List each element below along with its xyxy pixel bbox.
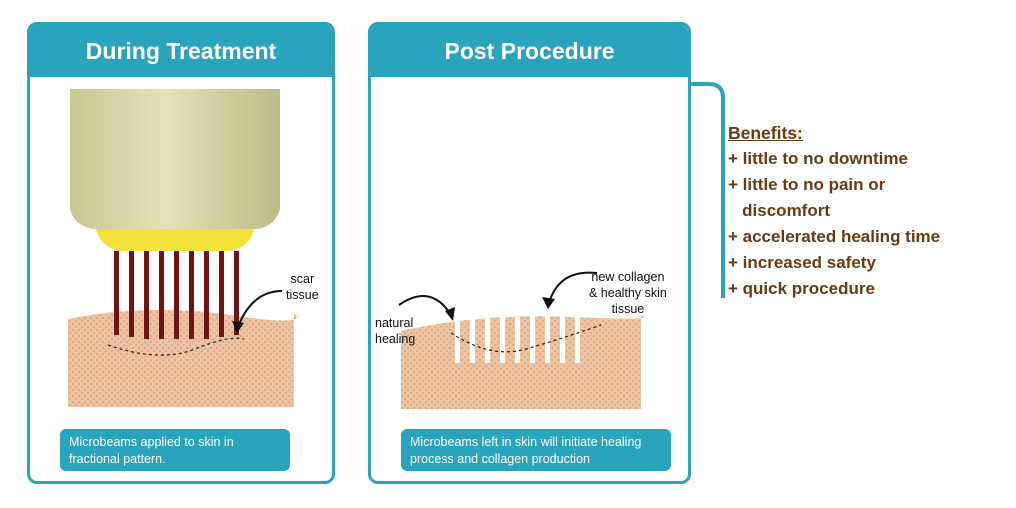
- benefit-item: + quick procedure: [728, 279, 875, 298]
- post-procedure-illustration: [398, 271, 645, 409]
- scar-label: scar tissue: [286, 272, 319, 302]
- post-procedure-caption: Microbeams left in skin will initiate he…: [401, 429, 671, 471]
- benefits-bracket: [691, 82, 725, 298]
- collagen-label: new collagen & healthy skin tissue: [589, 270, 667, 316]
- benefits-title: Benefits:: [728, 123, 803, 143]
- benefit-item: discomfort: [728, 201, 831, 220]
- panel-title: Post Procedure: [371, 25, 688, 77]
- natural-healing-arrow-icon: [398, 295, 452, 316]
- treatment-illustration: [68, 89, 297, 407]
- scar-tissue-line: [450, 324, 602, 353]
- benefit-item: + little to no downtime: [728, 149, 908, 168]
- benefit-item: + accelerated healing time: [728, 227, 941, 246]
- laser-device-icon: [70, 89, 280, 251]
- natural-healing-label: natural healing: [375, 316, 416, 346]
- benefit-item: + little to no pain or: [728, 175, 886, 194]
- benefits-list: Benefits: + little to no downtime + litt…: [728, 120, 940, 302]
- microbeam-channels: [455, 309, 580, 363]
- treatment-caption: Microbeams applied to skin in fractional…: [60, 429, 290, 471]
- scar-arrow-icon: [237, 290, 283, 328]
- during-treatment-panel: During Treatment: [27, 22, 335, 484]
- benefit-item: + increased safety: [728, 253, 876, 272]
- collagen-arrow-icon: [548, 271, 598, 304]
- scar-tissue-line: [107, 337, 245, 356]
- post-procedure-panel: Post Procedure natural: [368, 22, 691, 484]
- panel-title: During Treatment: [30, 25, 332, 77]
- microbeams: [114, 251, 239, 339]
